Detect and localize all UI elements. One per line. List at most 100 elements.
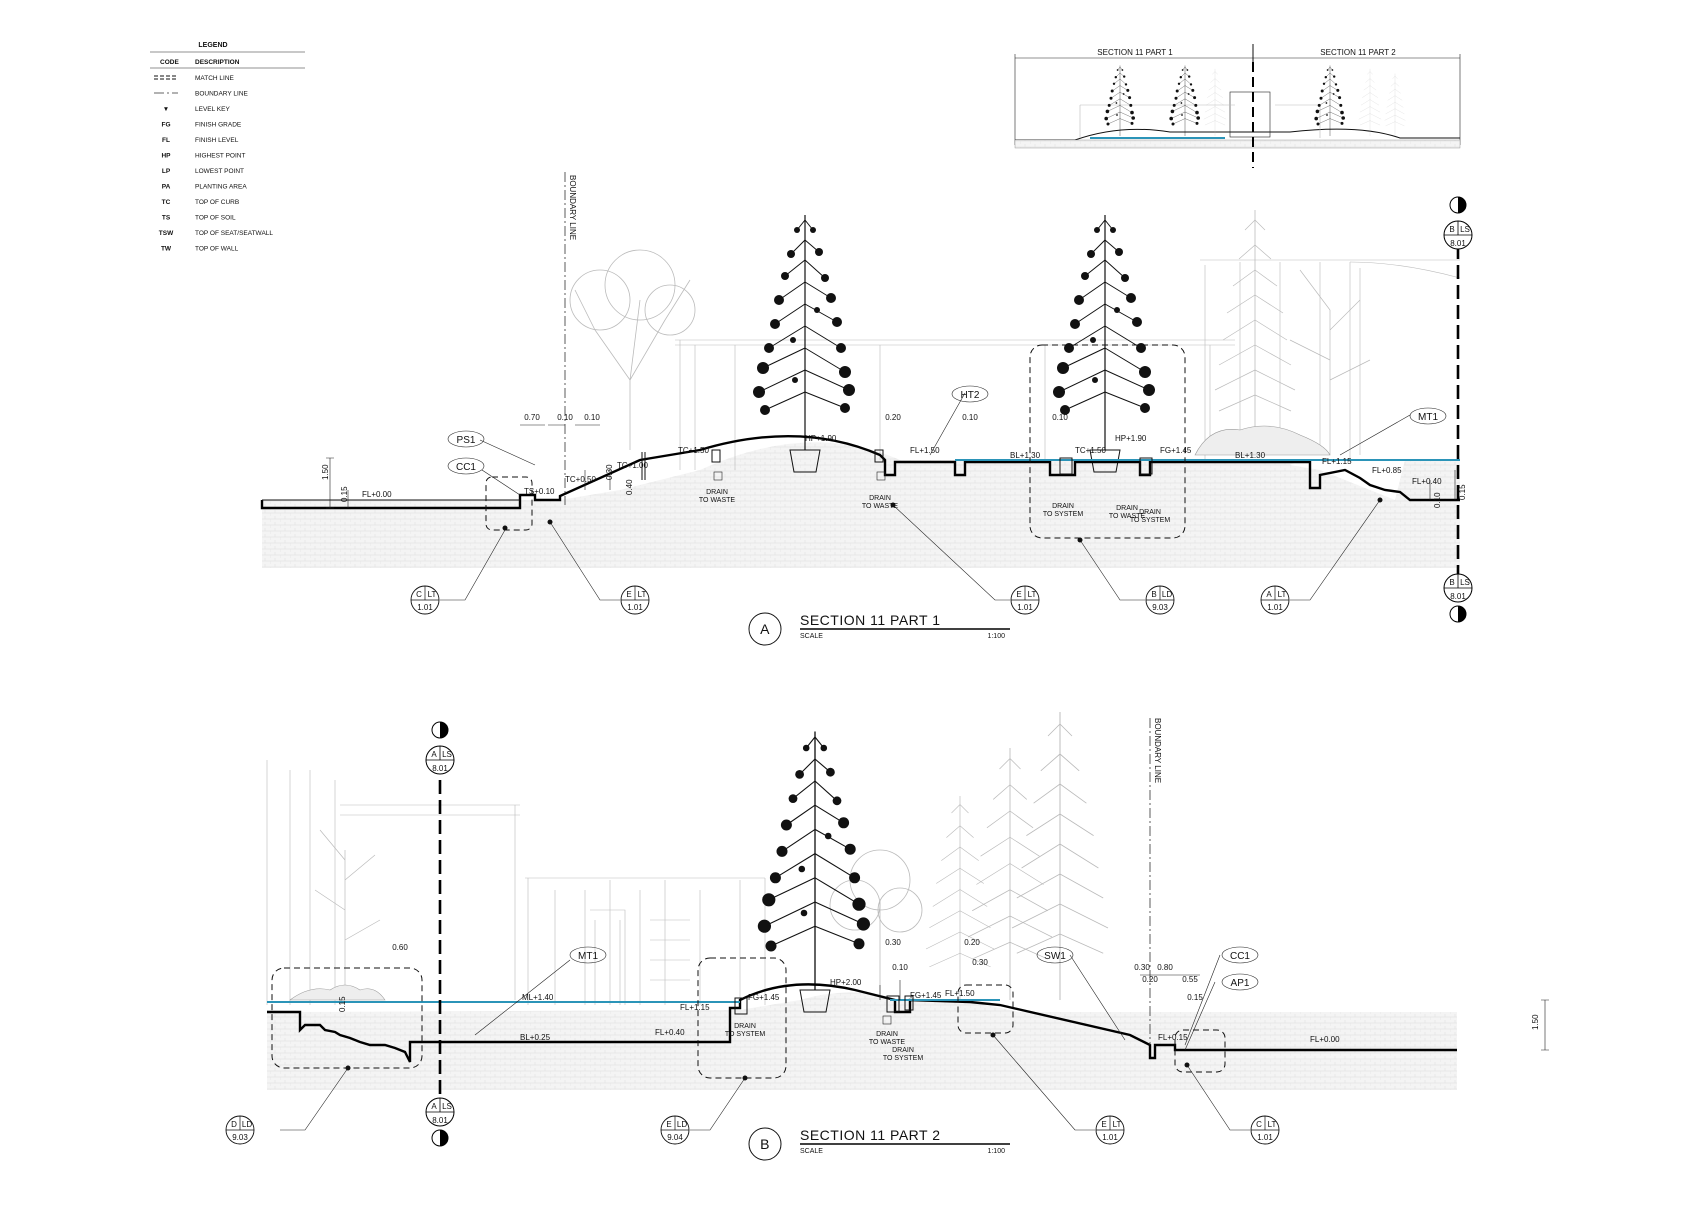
ref-number: 1.01 — [417, 603, 433, 612]
dim-015-b: 0.15 — [338, 996, 347, 1012]
key-plan-part1-label: SECTION 11 PART 1 — [1097, 48, 1173, 57]
svg-text:TO SYSTEM: TO SYSTEM — [725, 1031, 765, 1038]
legend-head-desc: DESCRIPTION — [195, 59, 240, 66]
dim-055-b: 0.55 — [1182, 975, 1198, 984]
ref-id: E — [666, 1120, 671, 1129]
level-hp190b-a: HP+1.90 — [1115, 434, 1147, 443]
legend-desc: TOP OF CURB — [195, 199, 239, 206]
ref-number: 9.03 — [232, 1133, 248, 1142]
svg-text:B: B — [1449, 225, 1454, 234]
legend-desc: LEVEL KEY — [195, 106, 230, 113]
svg-text:LS: LS — [1460, 578, 1470, 587]
dim-015-a: 0.15 — [340, 486, 349, 502]
key-plan: SECTION 11 PART 1 SECTION 11 PART 2 — [1014, 44, 1461, 168]
section-a-title-text: SECTION 11 PART 1 — [800, 612, 941, 628]
level-fl150-a: FL+1.50 — [910, 446, 940, 455]
dim-020-a: 0.20 — [885, 413, 901, 422]
tag-cc1-b: CC1 — [1221, 946, 1259, 964]
section-a-annotations: PS1 CC1 HT2 MT1 FL+0.00 TS+0.10 TC+0.50 … — [321, 196, 1473, 646]
svg-text:DRAIN: DRAIN — [1139, 509, 1161, 516]
legend-desc: PLANTING AREA — [195, 184, 247, 191]
ref-id: D — [231, 1120, 237, 1129]
dim-010c-a: 0.10 — [962, 413, 978, 422]
ref-sheet: LD — [242, 1120, 252, 1129]
ref-id: C — [416, 590, 422, 599]
level-fl015-b: FL+0.15 — [1158, 1033, 1188, 1042]
section-a-letter: A — [760, 621, 770, 637]
legend-code: TC — [162, 199, 171, 206]
dim-150-b: 1.50 — [1531, 1014, 1540, 1030]
svg-text:1:100: 1:100 — [987, 633, 1005, 640]
ref-sheet: LT — [1028, 590, 1037, 599]
dim-010r-a: 0.10 — [1433, 492, 1442, 508]
dim-150-a: 1.50 — [321, 464, 330, 480]
ref-id: E — [1016, 590, 1021, 599]
ref-id: C — [1256, 1120, 1262, 1129]
svg-text:CC1: CC1 — [1230, 951, 1250, 962]
svg-text:MT1: MT1 — [578, 951, 598, 962]
ref-id: E — [1101, 1120, 1106, 1129]
legend-code: TW — [161, 246, 172, 253]
svg-text:SW1: SW1 — [1044, 951, 1066, 962]
svg-text:TO SYSTEM: TO SYSTEM — [883, 1055, 923, 1062]
dim-070-a: 0.70 — [524, 413, 540, 422]
svg-text:LS: LS — [1460, 225, 1470, 234]
dim-040-a: 0.40 — [625, 479, 634, 495]
svg-text:DRAIN: DRAIN — [734, 1023, 756, 1030]
level-fl150-b: FL+1.50 — [945, 989, 975, 998]
legend-row: TW TOP OF WALL — [161, 246, 239, 253]
dim-030-a: 0.30 — [605, 464, 614, 480]
ref-sheet: LT — [428, 590, 437, 599]
svg-text:DRAIN: DRAIN — [869, 495, 891, 502]
level-bl025-b: BL+0.25 — [520, 1033, 551, 1042]
level-fg145-b: FG+1.45 — [748, 993, 780, 1002]
section-a: BOUNDARY LINE — [260, 172, 1461, 601]
level-fl000-b: FL+0.00 — [1310, 1035, 1340, 1044]
legend-code: FG — [161, 122, 170, 129]
svg-text:SCALE: SCALE — [800, 1148, 823, 1155]
ref-sheet: LD — [1162, 590, 1172, 599]
level-tc150b-a: TC+1.50 — [1075, 446, 1106, 455]
level-ts010-a: TS+0.10 — [524, 487, 555, 496]
level-fg145b-b: FG+1.45 — [910, 991, 942, 1000]
match-bubble-a-top: B LS 8.01 — [1443, 196, 1473, 250]
level-tc100-a: TC+1.00 — [617, 461, 648, 470]
tag-ps1: PS1 — [447, 430, 485, 448]
tag-mt1-a: MT1 — [1409, 407, 1447, 425]
level-fl040-a: FL+0.40 — [1412, 477, 1442, 486]
section-b-annotations: MT1 SW1 CC1 AP1 ML+1.40 BL+0.25 FL+1.15 … — [225, 721, 1540, 1161]
svg-text:DRAIN: DRAIN — [876, 1031, 898, 1038]
dim-060-b: 0.60 — [392, 943, 408, 952]
section-a-detail-ref: C LT 1.01 — [410, 585, 440, 615]
legend-row: MATCH LINE — [195, 75, 235, 82]
svg-text:TO WASTE: TO WASTE — [699, 497, 736, 504]
legend-desc: TOP OF WALL — [195, 246, 239, 253]
boundary-label-b: BOUNDARY LINE — [1153, 718, 1162, 783]
level-hp190-a: HP+1.90 — [805, 434, 837, 443]
level-tc150-a: TC+1.50 — [678, 446, 709, 455]
ref-id: A — [1266, 590, 1272, 599]
section-b: BOUNDARY LINE — [266, 711, 1549, 1131]
boundary-label-a: BOUNDARY LINE — [568, 175, 577, 240]
svg-text:PS1: PS1 — [457, 435, 476, 446]
svg-text:TO WASTE: TO WASTE — [1109, 513, 1146, 520]
legend-desc: FINISH LEVEL — [195, 137, 239, 144]
ghost-tree-a1 — [569, 249, 696, 450]
legend-code: PA — [162, 184, 171, 191]
svg-text:AP1: AP1 — [1231, 978, 1250, 989]
svg-text:DRAIN: DRAIN — [892, 1047, 914, 1054]
svg-text:LS: LS — [442, 1102, 452, 1111]
section-a-title: A SECTION 11 PART 1 SCALE 1:100 — [748, 612, 1010, 646]
svg-text:8.01: 8.01 — [432, 1116, 448, 1125]
match-bubble-b-top: A LS 8.01 — [425, 721, 455, 775]
dim-010b-a: 0.10 — [584, 413, 600, 422]
legend-row: TC TOP OF CURB — [162, 199, 240, 206]
